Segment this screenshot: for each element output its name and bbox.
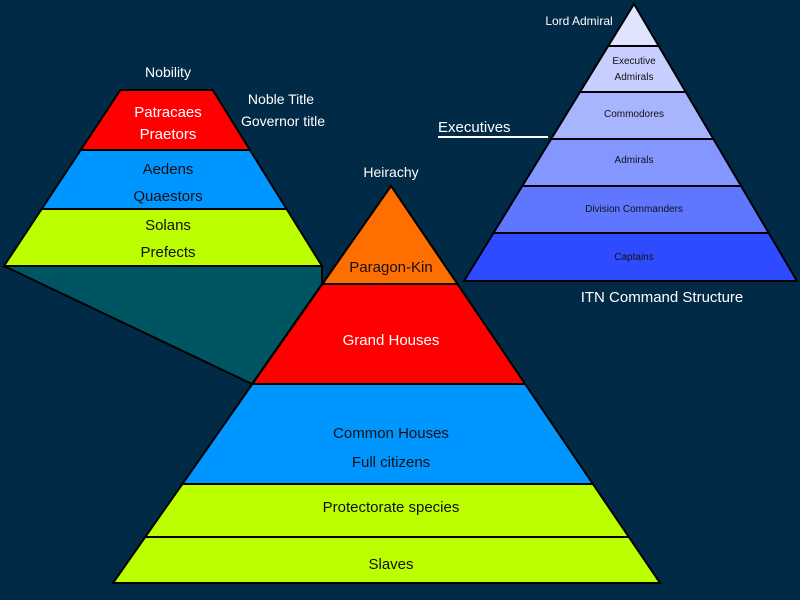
tier-label: Protectorate species (323, 499, 460, 516)
tier-label: Division Commanders (585, 204, 683, 215)
tier-label: Aedens (143, 161, 194, 178)
hierarchy-tier (111, 536, 662, 584)
tier-label: Slaves (368, 556, 413, 573)
nobility-pyramid: PatracaesPraetorsAedensQuaestorsSolansPr… (2, 89, 324, 267)
tier-label: Solans (145, 217, 191, 234)
nobility-side-label-2: Governor title (241, 113, 325, 129)
itn-tier (462, 232, 799, 282)
nobility-title: Nobility (145, 64, 191, 80)
tier-label: Full citizens (352, 454, 430, 471)
itn-pyramid: ExecutiveAdmiralsCommodoresAdmiralsDivis… (462, 2, 799, 282)
itn-title: ITN Command Structure (581, 289, 744, 306)
tier-label: Commodores (604, 109, 664, 120)
itn-top-label: Lord Admiral (545, 14, 612, 28)
nobility-side-label-1: Noble Title (248, 91, 314, 107)
tier-label: Captains (614, 252, 653, 263)
tier-label: Patracaes (134, 104, 202, 121)
tier-label: Admirals (615, 155, 654, 166)
tier-label: Admirals (615, 72, 654, 83)
itn-tier (578, 45, 688, 93)
tier-label: Common Houses (333, 425, 449, 442)
tier-label: Executive (612, 56, 656, 67)
executives-label: Executives (438, 119, 511, 136)
tier-label: Paragon-Kin (349, 259, 432, 276)
tier-label: Grand Houses (343, 332, 440, 349)
itn-tier (606, 2, 661, 47)
nobility-tier (2, 208, 324, 267)
tier-label: Prefects (140, 244, 195, 261)
tier-label: Praetors (140, 126, 197, 143)
hierarchy-title: Heirachy (363, 164, 418, 180)
tier-label: Quaestors (133, 188, 202, 205)
